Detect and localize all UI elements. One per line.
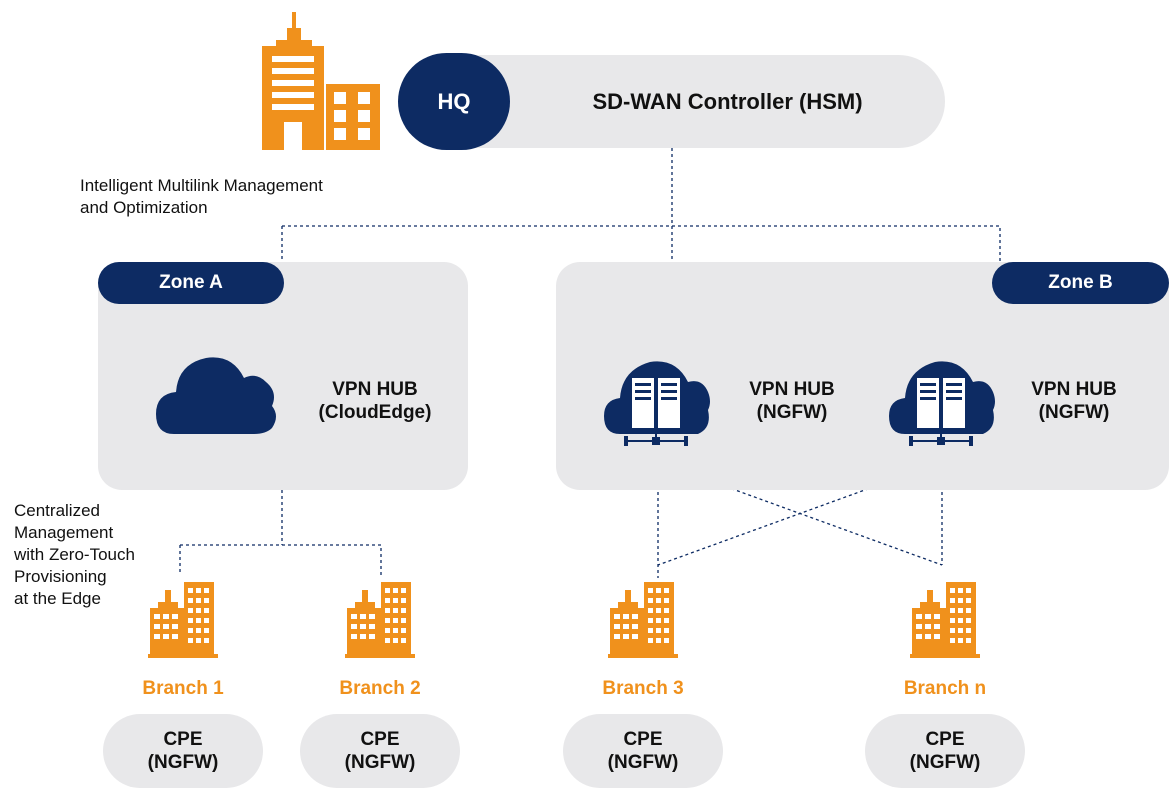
controller-label: SD-WAN Controller (HSM) — [592, 89, 863, 114]
cpe-label-line: (NGFW) — [344, 752, 416, 773]
zone-bus — [281, 225, 1001, 262]
zone-b-hub-label-1: VPN HUB (NGFW) — [718, 378, 866, 424]
hq-badge: HQ — [398, 53, 510, 150]
cpe-pill: CPE(NGFW) — [865, 714, 1025, 788]
zone-a-label: Zone A — [98, 262, 284, 304]
cpe-label-line: (NGFW) — [909, 752, 981, 773]
cpe-pill: CPE(NGFW) — [300, 714, 460, 788]
branch-name: Branch 2 — [339, 678, 421, 699]
cpe-label-line: (NGFW) — [147, 752, 219, 773]
centralized-note-line: Management — [14, 523, 114, 542]
zone-a-down — [179, 490, 382, 575]
multilink-note-line: Intelligent Multilink Management — [80, 176, 323, 195]
branch-building-icon — [608, 582, 678, 658]
branch-name: Branch n — [903, 678, 987, 699]
multilink-note-line: and Optimization — [80, 198, 208, 217]
centralized-note-line: at the Edge — [14, 589, 101, 608]
centralized-note: Centralized Management with Zero-Touch P… — [14, 500, 135, 610]
cpe-label-line: CPE — [623, 729, 663, 750]
branch-building-icon — [148, 582, 218, 658]
branch-building-icon — [345, 582, 415, 658]
cpe-label-line: CPE — [163, 729, 203, 750]
zone-b-label: Zone B — [992, 262, 1169, 304]
cpe-label-line: CPE — [925, 729, 965, 750]
hq-building-icon — [262, 12, 380, 150]
branch-name: Branch 3 — [602, 678, 684, 699]
zone-b-hub-label-2: VPN HUB (NGFW) — [1000, 378, 1148, 424]
cloud-icon — [156, 357, 276, 434]
hub-label-line: VPN HUB — [749, 379, 835, 400]
cloud-server-icon — [889, 361, 995, 446]
zone-a-hub-label: VPN HUB (CloudEdge) — [290, 378, 460, 424]
cpe-label-line: (NGFW) — [607, 752, 679, 773]
hub-label-line: VPN HUB — [1031, 379, 1117, 400]
cpe-pill: CPE(NGFW) — [563, 714, 723, 788]
cpe-pill: CPE(NGFW) — [103, 714, 263, 788]
hub-label-line: (NGFW) — [1038, 402, 1110, 423]
centralized-note-line: Centralized — [14, 501, 100, 520]
centralized-note-line: with Zero-Touch — [14, 545, 135, 564]
hub-label-line: (CloudEdge) — [318, 402, 432, 423]
cpe-label-line: CPE — [360, 729, 400, 750]
branch-building-icon — [910, 582, 980, 658]
hub-label-line: VPN HUB — [332, 379, 418, 400]
branch-name: Branch 1 — [142, 678, 224, 699]
centralized-note-line: Provisioning — [14, 567, 107, 586]
cloud-server-icon — [604, 361, 710, 446]
hub-label-line: (NGFW) — [756, 402, 828, 423]
multilink-note: Intelligent Multilink Management and Opt… — [80, 175, 323, 219]
